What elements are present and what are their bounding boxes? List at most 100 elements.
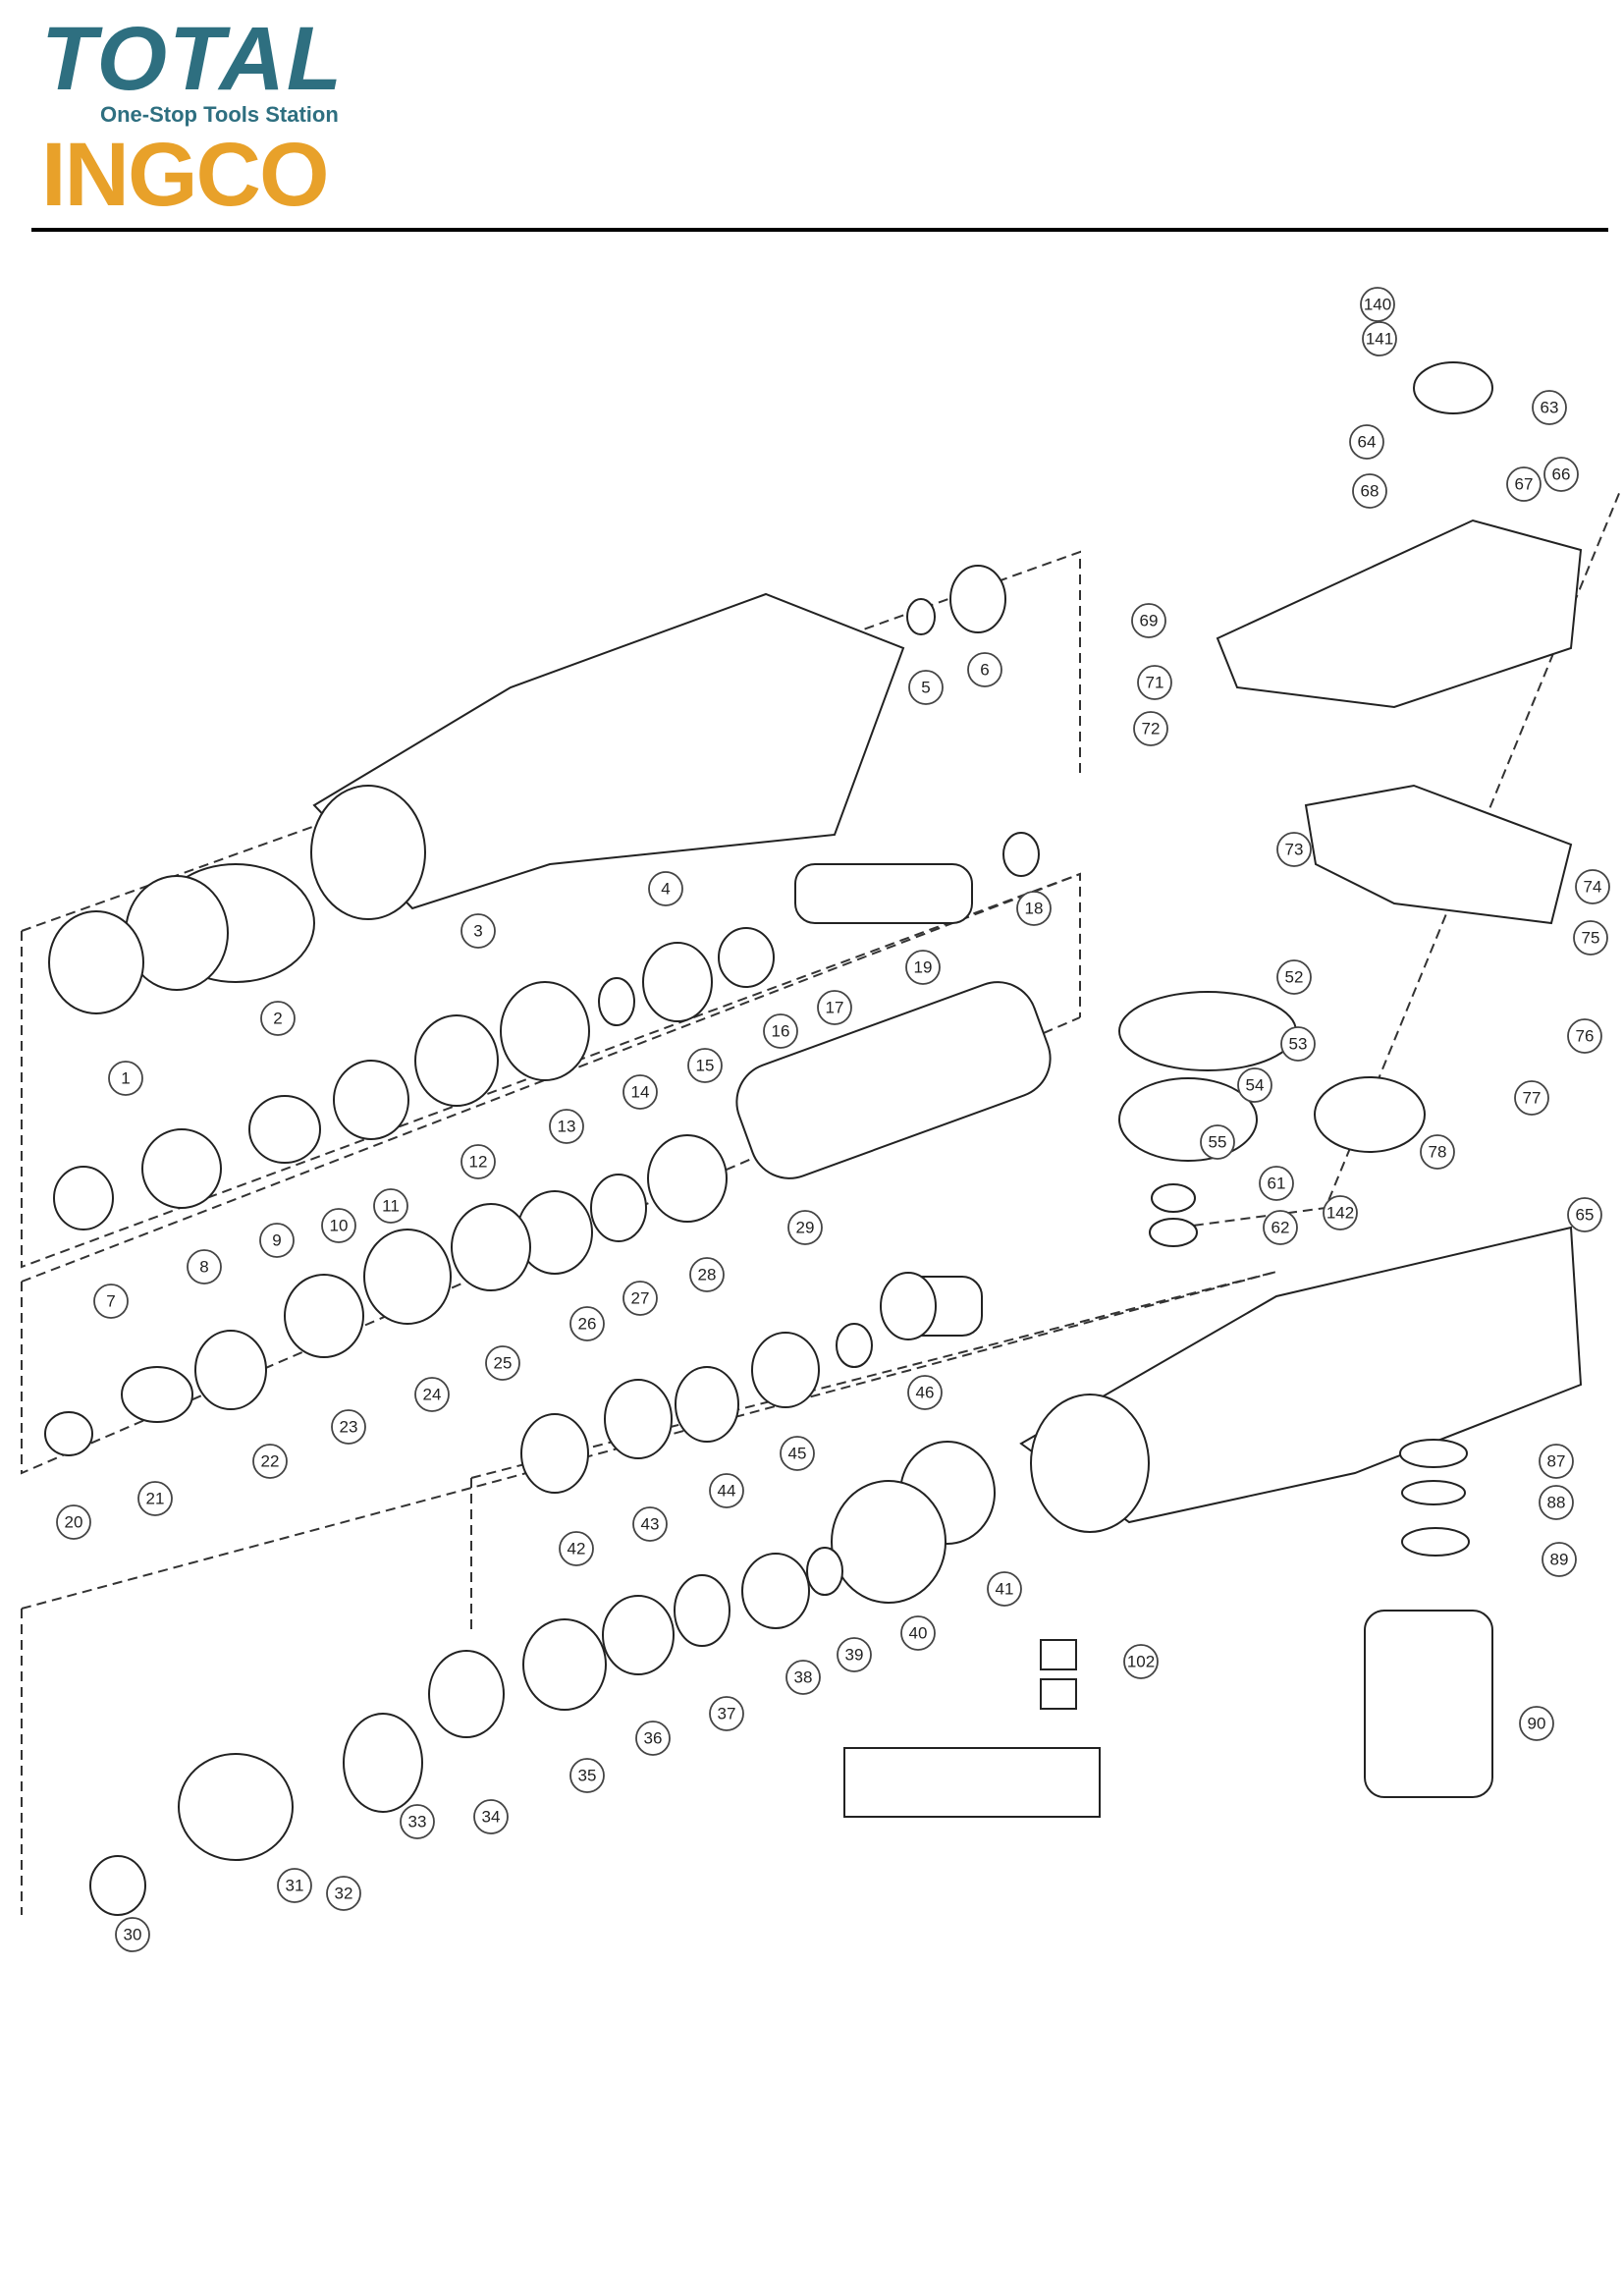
callout-18: 18 (1016, 891, 1052, 926)
callout-circle (1237, 1067, 1272, 1103)
callout-circle (785, 1660, 821, 1695)
callout-number: 13 (558, 1118, 576, 1136)
callout-22: 22 (252, 1444, 288, 1479)
callout-circle (1200, 1124, 1235, 1160)
callout-35: 35 (569, 1758, 605, 1793)
callout-circle (1137, 665, 1172, 700)
callout-number: 26 (578, 1315, 597, 1334)
callout-76: 76 (1567, 1018, 1602, 1054)
callout-number: 55 (1209, 1133, 1227, 1152)
ring-part (343, 1713, 423, 1813)
callout-number: 61 (1268, 1175, 1286, 1193)
callout-46: 46 (907, 1375, 943, 1410)
callout-circle (1506, 466, 1542, 502)
callout-2: 2 (260, 1001, 296, 1036)
callout-38: 38 (785, 1660, 821, 1695)
rotor-part (121, 1366, 193, 1423)
ring-part (522, 1618, 607, 1711)
bearing-part (1149, 1218, 1198, 1247)
callout-number: 30 (124, 1926, 142, 1944)
callout-43: 43 (632, 1506, 668, 1542)
callout-number: 40 (909, 1624, 928, 1643)
callout-circle (1567, 1018, 1602, 1054)
callout-circle (1349, 424, 1384, 460)
brush-part (1040, 1639, 1077, 1670)
callout-number: 22 (261, 1452, 280, 1471)
bearing-part (1399, 1439, 1468, 1468)
callout-71: 71 (1137, 665, 1172, 700)
ring-part (53, 1166, 114, 1230)
ring-part (647, 1134, 728, 1223)
callout-10: 10 (321, 1208, 356, 1243)
callout-circle (1131, 603, 1166, 638)
callout-29: 29 (787, 1210, 823, 1245)
callout-36: 36 (635, 1721, 671, 1756)
callout-circle (1360, 287, 1395, 322)
callout-circle (817, 990, 852, 1025)
callout-circle (622, 1281, 658, 1316)
callout-3: 3 (460, 913, 496, 949)
callout-circle (1575, 869, 1610, 904)
callout-number: 12 (469, 1153, 488, 1172)
callout-64: 64 (1349, 424, 1384, 460)
callout-circle (635, 1721, 671, 1756)
callout-number: 20 (65, 1513, 83, 1532)
callout-88: 88 (1539, 1485, 1574, 1520)
callout-number: 41 (996, 1580, 1014, 1599)
plate-part (1118, 991, 1297, 1071)
ring-part (451, 1203, 531, 1291)
callout-layer: 1234567891011121314151617181920212223242… (56, 287, 1610, 1952)
bearing-part (1401, 1527, 1470, 1557)
tube-part (843, 1747, 1101, 1818)
callout-number: 142 (1326, 1204, 1354, 1223)
callout-circle (787, 1210, 823, 1245)
ring-part (520, 1413, 589, 1494)
callout-number: 14 (631, 1083, 650, 1102)
header-rule (31, 228, 1608, 232)
callout-number: 45 (788, 1445, 807, 1463)
callout-circle (837, 1637, 872, 1672)
ring-part (363, 1229, 452, 1325)
callout-number: 3 (473, 922, 482, 941)
callout-circle (1420, 1134, 1455, 1170)
callout-number: 9 (272, 1231, 281, 1250)
callout-number: 15 (696, 1057, 715, 1075)
ring-part (428, 1650, 505, 1738)
callout-41: 41 (987, 1571, 1022, 1607)
callout-9: 9 (259, 1223, 295, 1258)
parts-illustration (44, 361, 1583, 1916)
callout-73: 73 (1276, 832, 1312, 867)
callout-circle (108, 1061, 143, 1096)
callout-number: 52 (1285, 968, 1304, 987)
callout-number: 5 (921, 679, 930, 697)
callout-66: 66 (1543, 457, 1579, 492)
callout-circle (373, 1188, 408, 1224)
callout-67: 67 (1506, 466, 1542, 502)
callout-number: 4 (661, 880, 670, 899)
callout-55: 55 (1200, 1124, 1235, 1160)
callout-6: 6 (967, 652, 1002, 687)
callout-40: 40 (900, 1615, 936, 1651)
callout-23: 23 (331, 1409, 366, 1445)
ring-part (806, 1547, 843, 1596)
gear-part (1314, 1076, 1426, 1153)
callout-circle (252, 1444, 288, 1479)
callout-number: 18 (1025, 900, 1044, 918)
callout-circle (277, 1868, 312, 1903)
housing-shape (312, 592, 905, 910)
callout-20: 20 (56, 1504, 91, 1540)
callout-number: 10 (330, 1217, 349, 1235)
callout-number: 73 (1285, 841, 1304, 859)
callout-number: 17 (826, 999, 844, 1017)
callout-circle (260, 1001, 296, 1036)
callout-number: 24 (423, 1386, 442, 1404)
callout-circle (569, 1758, 605, 1793)
ring-part (604, 1379, 673, 1459)
callout-circle (648, 871, 683, 906)
brand-tagline: One-Stop Tools Station (100, 102, 339, 127)
callout-number: 71 (1146, 674, 1164, 692)
callout-number: 2 (273, 1010, 282, 1028)
callout-number: 11 (382, 1197, 400, 1216)
callout-number: 53 (1289, 1035, 1308, 1054)
callout-8: 8 (187, 1249, 222, 1285)
